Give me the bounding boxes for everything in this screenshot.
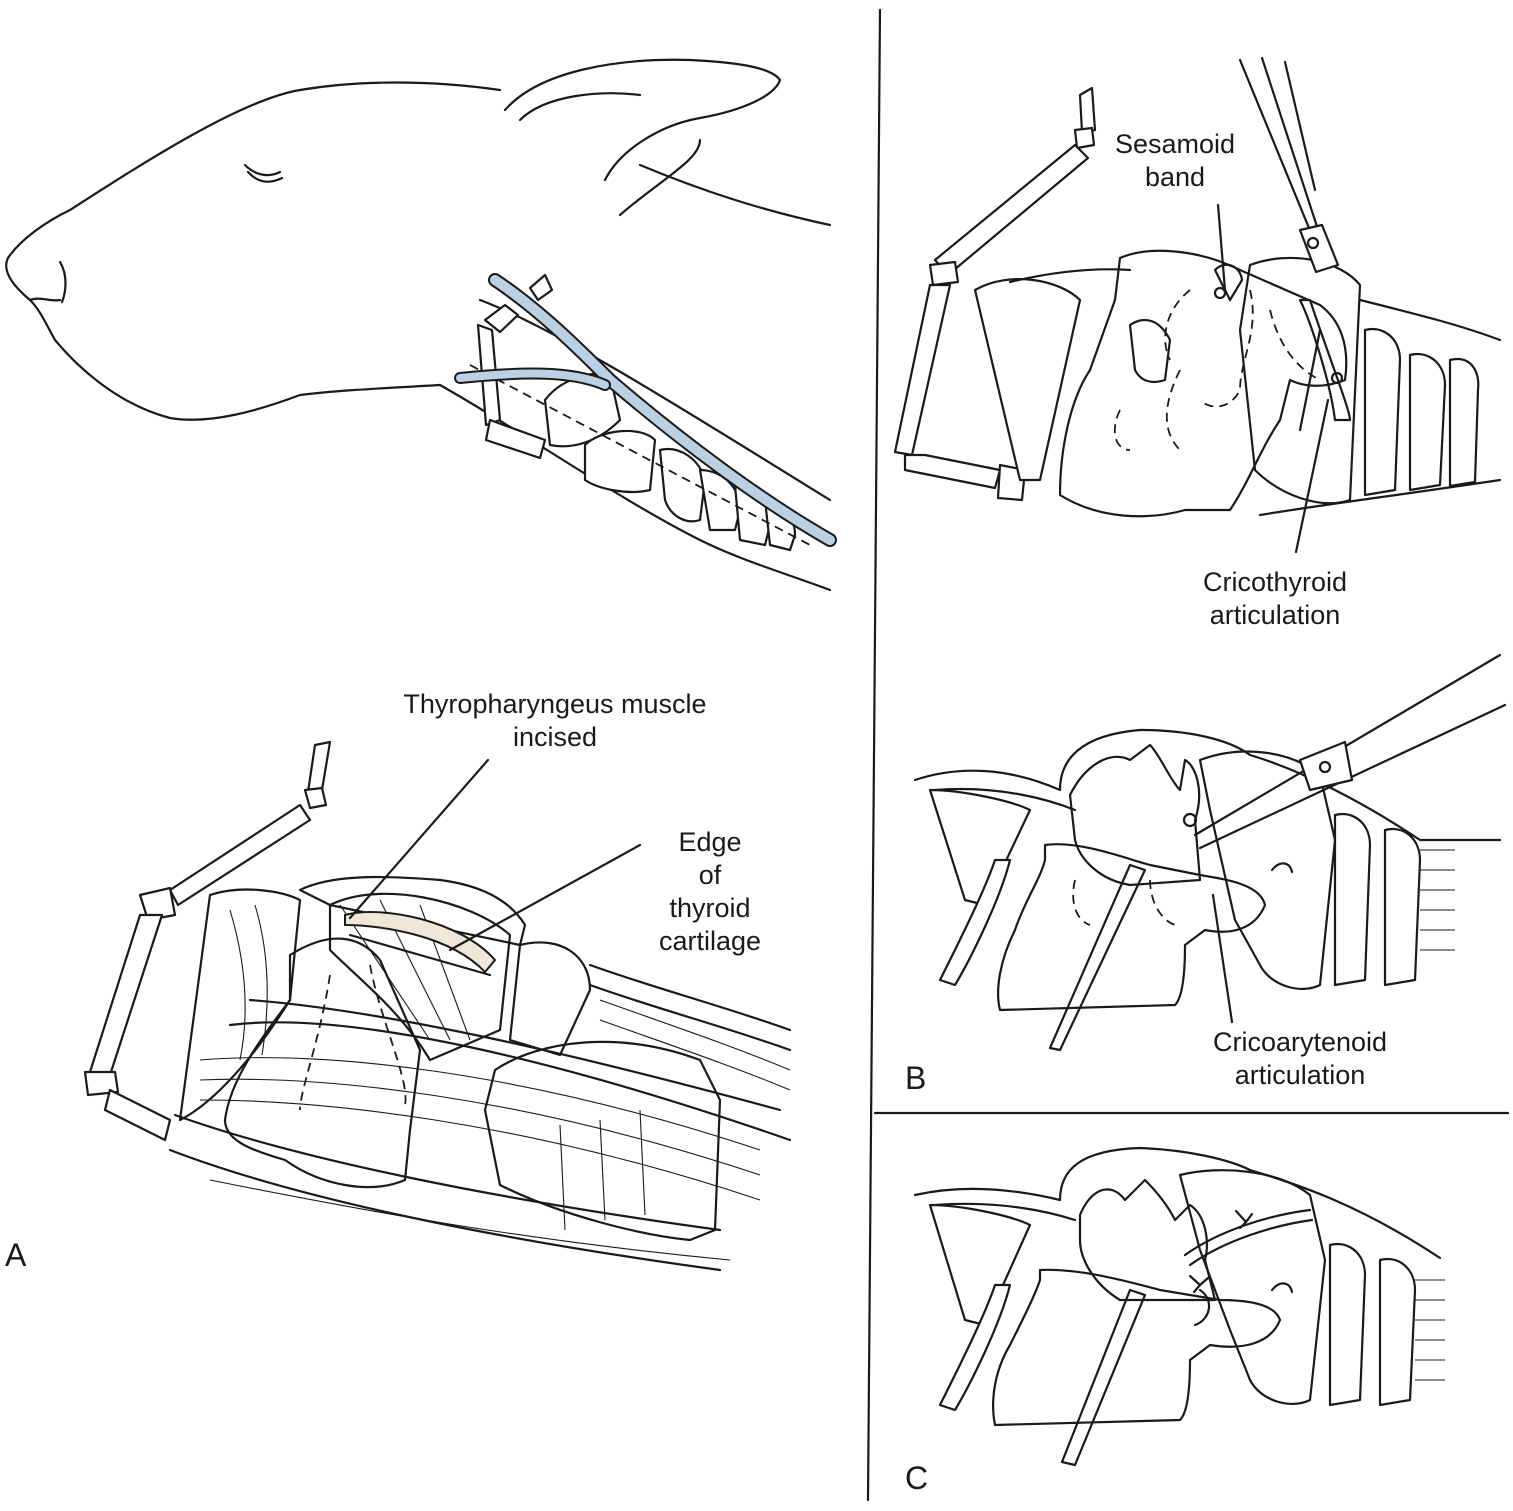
label-edge-thyroid: Edge of thyroid cartilage	[658, 827, 762, 956]
panel-a-muscle-drawing	[83, 740, 792, 1272]
nerve-branch-fill	[456, 369, 609, 389]
panel-b-middle-drawing	[913, 653, 1507, 1052]
panel-c-drawing	[913, 1146, 1445, 1467]
label-cricothyroid: Cricothyroid articulation	[1202, 567, 1348, 630]
panel-letter-b: B	[905, 1060, 927, 1096]
label-thyropharyngeus: Thyropharyngeus muscle incised	[403, 689, 707, 752]
panel-b-top-drawing	[893, 56, 1502, 554]
divider-vertical	[866, 8, 882, 1502]
label-sesamoid-band: Sesamoid band	[1114, 129, 1236, 192]
label-cricoarytenoid: Cricoarytenoid articulation	[1212, 1027, 1388, 1090]
panel-letter-a: A	[5, 1237, 27, 1273]
panel-letter-c: C	[905, 1460, 929, 1496]
vagus-nerve-fill	[490, 275, 835, 545]
